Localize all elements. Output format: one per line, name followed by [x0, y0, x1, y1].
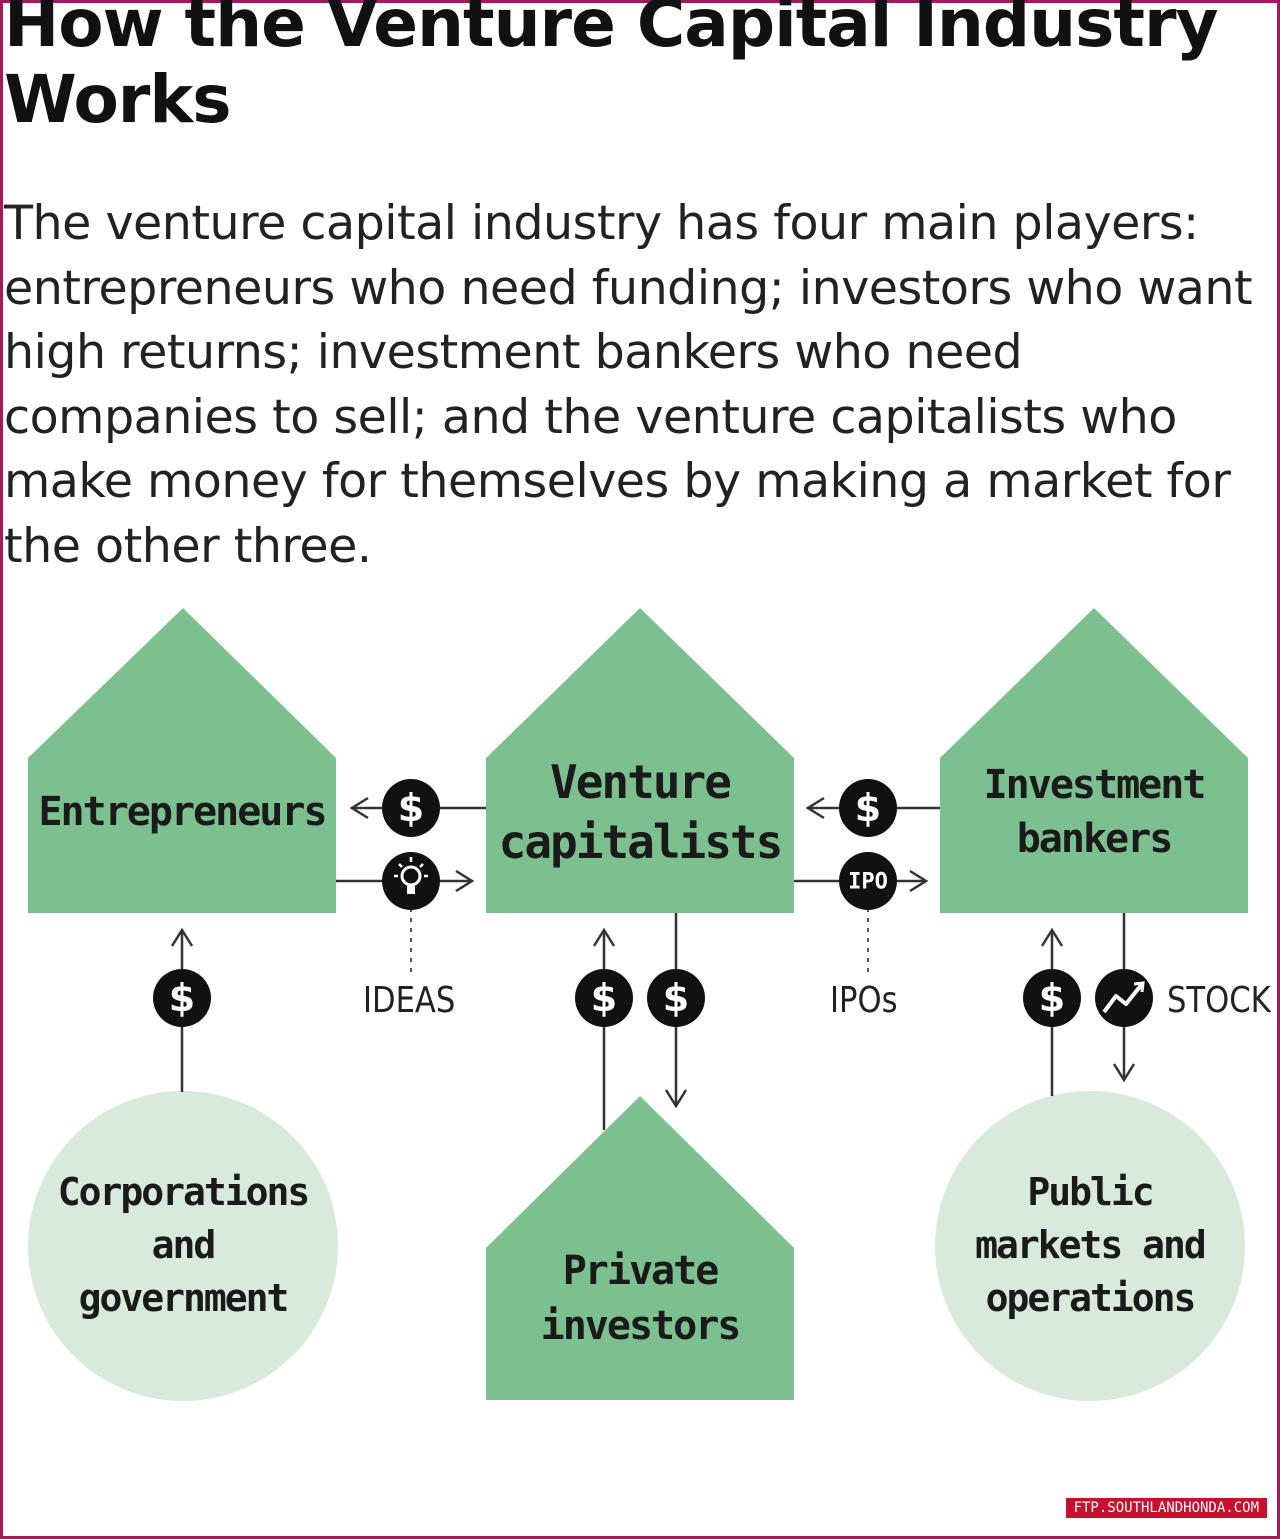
label-public-markets: Public markets and operations [975, 1169, 1207, 1320]
dollar-icon: $ [839, 779, 897, 837]
svg-text:$: $ [1039, 976, 1065, 1020]
stock-chart-icon [1095, 969, 1153, 1027]
label-venture-capitalists: Venture capitalists [498, 755, 784, 869]
lightbulb-icon [382, 852, 440, 910]
label-entrepreneurs: Entrepreneurs [38, 789, 327, 835]
label-investment-bankers: Investment bankers [983, 762, 1207, 862]
flow-label-ipos: IPOs [830, 980, 898, 1021]
watermark-badge: FTP.SOUTHLANDHONDA.COM [1064, 1497, 1268, 1519]
house-venture-capitalists [486, 608, 794, 913]
dollar-icon: $ [1023, 969, 1081, 1027]
svg-text:$: $ [663, 976, 689, 1020]
flow-label-ideas: IDEAS [363, 980, 456, 1021]
intro-paragraph: The venture capital industry has four ma… [4, 196, 1253, 574]
dollar-icon: $ [153, 969, 211, 1027]
circle-corporations [28, 1091, 338, 1401]
svg-text:$: $ [591, 976, 617, 1020]
dollar-icon: $ [647, 969, 705, 1027]
svg-text:$: $ [855, 786, 881, 830]
house-entrepreneurs [28, 608, 336, 913]
dollar-icon: $ [575, 969, 633, 1027]
page-title: How the Venture Capital Industry Works [4, 0, 1219, 138]
circle-public-markets [935, 1091, 1245, 1401]
flow-label-stock: STOCK [1167, 980, 1271, 1021]
ipo-icon: IPO [839, 852, 897, 910]
dollar-icon: $ [382, 779, 440, 837]
house-investment-bankers [940, 608, 1248, 913]
svg-text:$: $ [398, 786, 424, 830]
svg-text:$: $ [169, 976, 195, 1020]
label-corporations-government: Corporations and government [57, 1169, 311, 1320]
label-private-investors: Private investors [540, 1248, 742, 1349]
house-private-investors [486, 1096, 794, 1400]
svg-text:IPO: IPO [848, 870, 888, 895]
